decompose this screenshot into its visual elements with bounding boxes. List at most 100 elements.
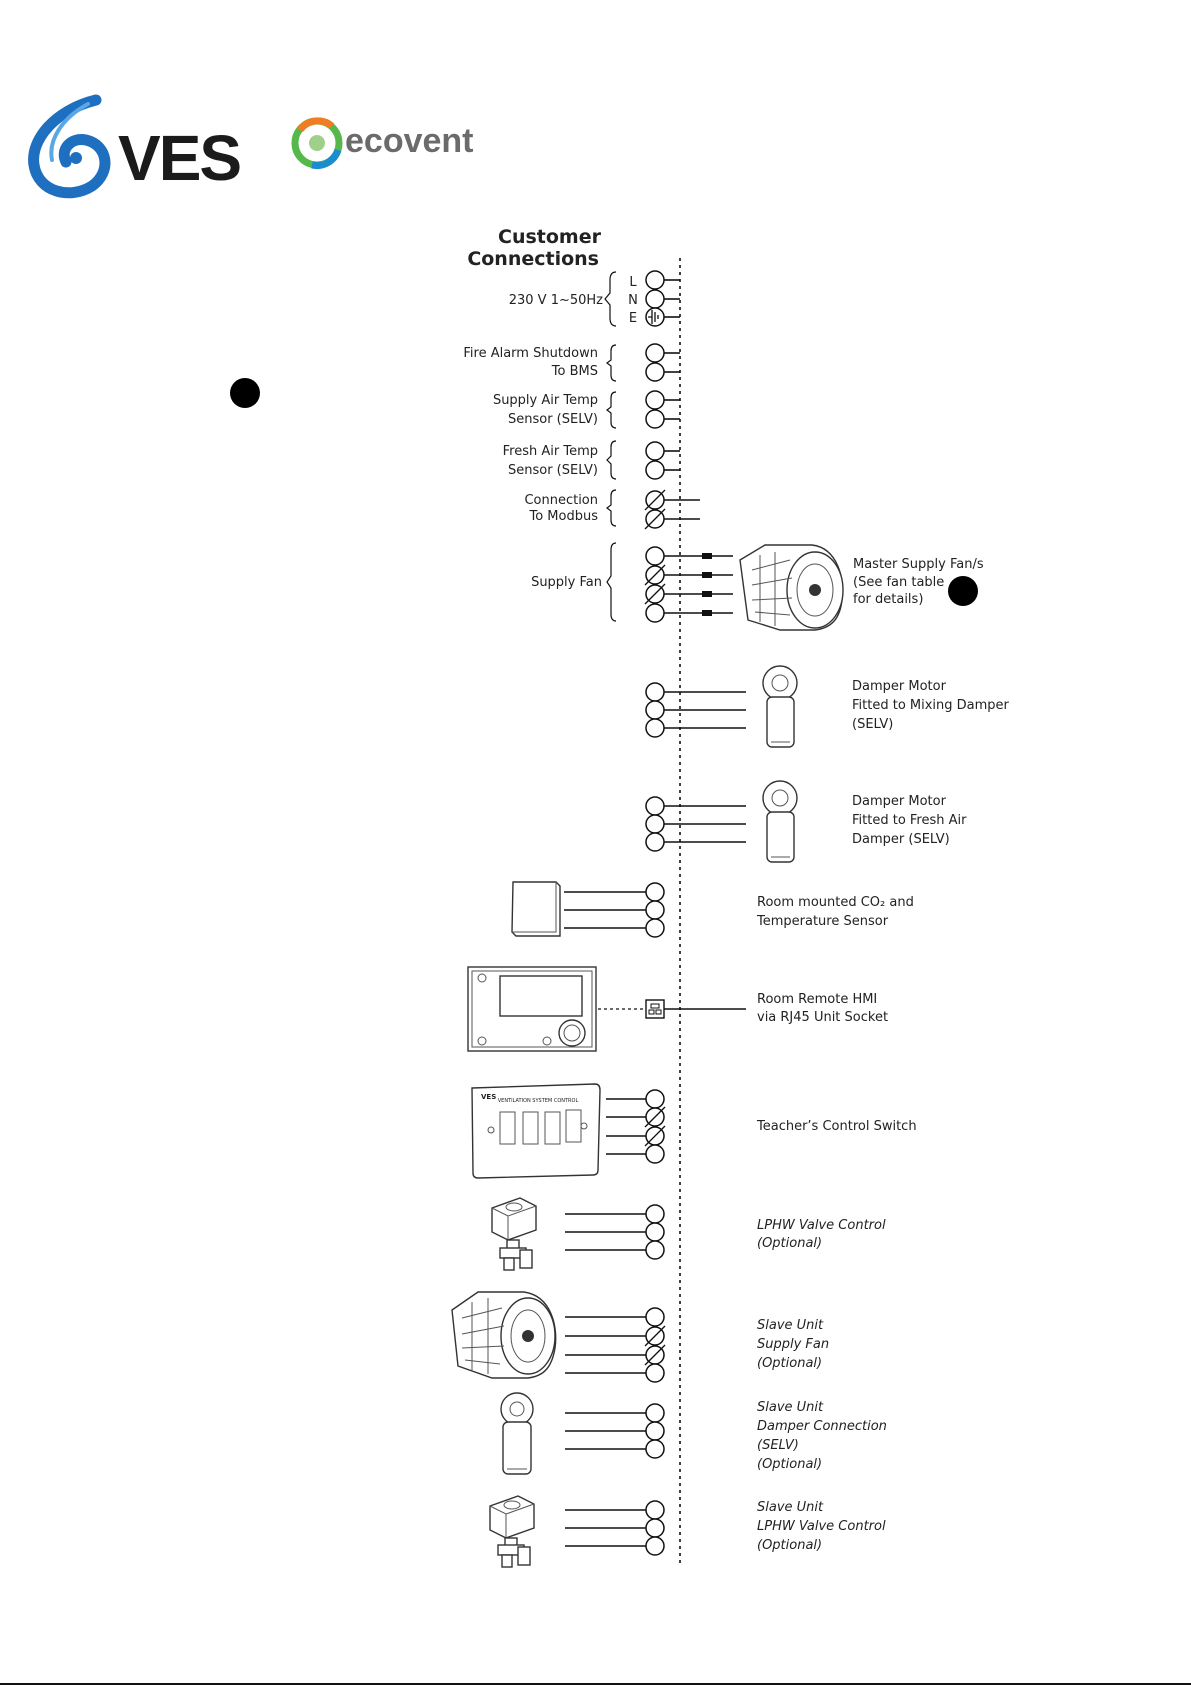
- terminal-slash: [644, 564, 666, 586]
- supply-air-temp-group: Supply Air Temp Sensor (SELV): [493, 390, 680, 429]
- slave-fan-label-line1: Slave Unit: [757, 1318, 824, 1333]
- co2-sensor-label-line2: Temperature Sensor: [756, 914, 889, 929]
- terminal: [645, 1536, 665, 1556]
- rj45-socket-icon: [645, 999, 665, 1019]
- terminal-slash: [644, 508, 666, 530]
- fire-alarm-label-line1: Fire Alarm Shutdown: [463, 346, 598, 361]
- terminal: [645, 603, 665, 623]
- marker-dot: [948, 576, 978, 606]
- damper-mixing-label-line2: Fitted to Mixing Damper: [852, 698, 1010, 713]
- fresh-air-temp-group: Fresh Air Temp Sensor (SELV): [503, 440, 680, 480]
- damper-fresh-group: [645, 780, 798, 863]
- teacher-switch-panel-icon: VES VENTILATION SYSTEM CONTROL: [471, 1083, 601, 1179]
- terminal: [645, 546, 665, 566]
- supply-air-temp-label-line1: Supply Air Temp: [493, 393, 598, 408]
- connector-plug: [702, 572, 712, 578]
- lphw-valve-label-line2: (Optional): [757, 1236, 822, 1251]
- terminal: [645, 1518, 665, 1538]
- valve-actuator-icon: [489, 1495, 535, 1568]
- fan-icon: [451, 1291, 557, 1379]
- terminal: [645, 1240, 665, 1260]
- terminal: [645, 832, 665, 852]
- hmi-label-line1: Room Remote HMI: [757, 992, 877, 1007]
- terminal-slash: [644, 1106, 666, 1128]
- master-fan-label-line1: Master Supply Fan/s: [853, 557, 984, 572]
- terminal: [645, 1439, 665, 1459]
- slave-lphw-label-line2: LPHW Valve Control: [757, 1519, 886, 1534]
- terminal: [645, 1204, 665, 1224]
- teacher-switch-label: Teacher’s Control Switch: [756, 1119, 917, 1134]
- terminal: [645, 718, 665, 738]
- co2-sensor-icon: [511, 881, 561, 937]
- terminal: [645, 1307, 665, 1327]
- damper-mixing-label-line3: (SELV): [852, 717, 893, 732]
- terminal: [645, 1144, 665, 1164]
- terminal: [645, 882, 665, 902]
- terminal-n: [645, 289, 665, 309]
- damper-motor-icon: [500, 1392, 534, 1475]
- ves-logo-text: VES: [118, 122, 240, 194]
- teacher-switch-panel-brand: VES: [481, 1093, 496, 1101]
- terminal: [645, 1500, 665, 1520]
- damper-fresh-label-line2: Fitted to Fresh Air: [852, 813, 967, 828]
- terminal-slash: [644, 489, 666, 511]
- terminal: [645, 1403, 665, 1423]
- slave-damper-group: [500, 1392, 665, 1475]
- fire-alarm-brace: [606, 344, 617, 382]
- slave-fan-group: [451, 1291, 666, 1383]
- page-bottom-rule: [0, 1683, 1191, 1685]
- slave-damper-label-line2: Damper Connection: [757, 1419, 887, 1434]
- diagram-title-line2: Connections: [467, 248, 599, 270]
- co2-sensor-group: [511, 881, 665, 938]
- fire-alarm-label-line2: To BMS: [551, 364, 598, 379]
- supply-air-temp-brace: [606, 391, 617, 429]
- terminal-e-label: E: [629, 311, 637, 326]
- modbus-group: Connection To Modbus: [524, 489, 700, 530]
- power-brace: [604, 271, 617, 327]
- co2-sensor-label-line1: Room mounted CO₂ and: [757, 895, 914, 910]
- terminal: [645, 814, 665, 834]
- terminal: [645, 700, 665, 720]
- teacher-switch-group: VES VENTILATION SYSTEM CONTROL: [471, 1083, 666, 1179]
- terminal-n-label: N: [628, 293, 638, 308]
- hmi-label-line2: via RJ45 Unit Socket: [757, 1010, 888, 1025]
- valve-actuator-icon: [491, 1197, 537, 1271]
- slave-damper-label-line1: Slave Unit: [757, 1400, 824, 1415]
- master-fan-label-line3: for details): [853, 592, 923, 607]
- hmi-panel-icon: [467, 966, 597, 1052]
- slave-damper-label-line3: (SELV): [757, 1438, 799, 1453]
- terminal: [645, 343, 665, 363]
- terminal-l: [645, 270, 665, 290]
- ves-logo: VES: [28, 94, 242, 199]
- connector-plug: [702, 610, 712, 616]
- terminal: [645, 918, 665, 938]
- terminal-slash: [644, 1344, 666, 1366]
- ecovent-logo: ecovent: [291, 117, 474, 170]
- terminal: [645, 460, 665, 480]
- damper-mixing-label-line1: Damper Motor: [852, 679, 947, 694]
- terminal: [645, 441, 665, 461]
- slave-lphw-label-line3: (Optional): [757, 1538, 822, 1553]
- marker-dot: [230, 378, 260, 408]
- terminal-slash: [644, 1325, 666, 1347]
- earth-icon: [648, 310, 659, 324]
- damper-motor-icon: [762, 780, 798, 863]
- slave-fan-label-line3: (Optional): [757, 1356, 822, 1371]
- slave-damper-label-line4: (Optional): [757, 1457, 822, 1472]
- damper-fresh-label-line1: Damper Motor: [852, 794, 947, 809]
- hmi-group: [467, 966, 746, 1052]
- teacher-switch-panel-title: VENTILATION SYSTEM CONTROL: [498, 1098, 579, 1104]
- damper-motor-icon: [762, 665, 798, 748]
- diagram-title-line1: Customer: [498, 226, 602, 248]
- lphw-valve-label-line1: LPHW Valve Control: [757, 1218, 886, 1233]
- terminal-l-label: L: [629, 275, 637, 290]
- modbus-label-line2: To Modbus: [528, 509, 598, 524]
- lphw-valve-group: [491, 1197, 665, 1271]
- terminal: [645, 1089, 665, 1109]
- power-label: 230 V 1~50Hz: [509, 293, 603, 308]
- supply-fan-brace: [606, 542, 617, 622]
- terminal: [645, 796, 665, 816]
- slave-fan-label-line2: Supply Fan: [757, 1337, 829, 1352]
- fan-icon: [739, 544, 844, 631]
